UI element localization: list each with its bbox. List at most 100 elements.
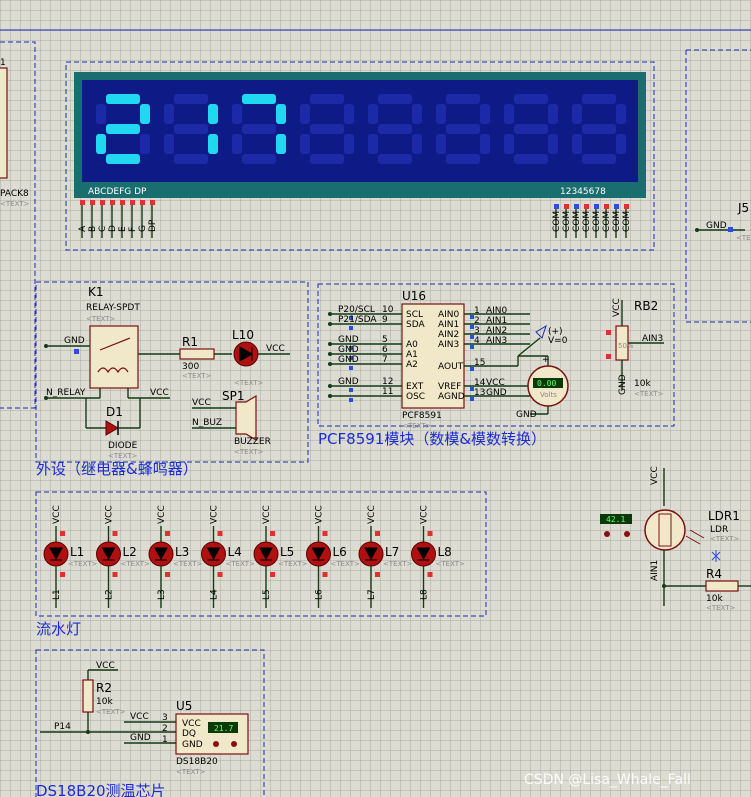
led-pin-top [375, 531, 380, 536]
rb2-ain-label: AIN3 [642, 334, 663, 344]
segment-f [232, 104, 242, 124]
u16-left-marker [349, 388, 353, 392]
u16-left-net: GND [338, 335, 359, 345]
com-pin-label: COM [552, 211, 562, 232]
u16-right-pin-num: 13 [474, 388, 485, 398]
d1-diode-icon [105, 420, 119, 436]
right-section-frame [685, 49, 751, 323]
probe-wire [517, 337, 541, 357]
voltmeter[interactable]: 0.00 Volts + GND [516, 355, 569, 420]
segment-f [300, 104, 310, 124]
com-pin-marker [624, 204, 629, 209]
r4-text: <TEXT> [706, 604, 736, 612]
com-pin-marker [564, 204, 569, 209]
relay-coil-icon [97, 337, 131, 374]
u16-right-net: AIN3 [486, 336, 507, 346]
resistor-r1[interactable]: R1 300 <TEXT> [138, 335, 232, 380]
seg-pin-label: D [108, 225, 118, 232]
segment-g [106, 124, 140, 134]
u16-left-marker [349, 398, 353, 402]
led-section-title: 流水灯 [36, 620, 81, 638]
u5-reading-box [208, 722, 238, 733]
buzzer-sp1[interactable]: SP1 VCC N_BUZ BUZZER <TEXT> [192, 389, 271, 456]
led-net-label: L8 [420, 589, 430, 600]
diode-d1[interactable]: D1 DIODE <TEXT> [85, 398, 141, 460]
j5-connector[interactable]: J5 GND <TE [695, 201, 751, 242]
u16-right-pin-num: 2 [474, 316, 480, 326]
r1-value: 300 [182, 362, 199, 372]
segment-e [504, 134, 514, 154]
digit-5 [368, 94, 422, 164]
com-pin-label: COM [612, 211, 622, 232]
segment-a [310, 94, 344, 104]
voltmeter-unit: Volts [540, 391, 557, 399]
segment-e [368, 134, 378, 154]
u16-left-marker [349, 356, 353, 360]
u16-right-pin-num: 3 [474, 326, 480, 336]
segment-c [412, 134, 422, 154]
ds18b20-u5[interactable]: U5 VCC DQ GND 21.7 3 2 1 VCC P14 GND DS1… [40, 699, 249, 776]
rb2-vcc-label: VCC [612, 298, 622, 317]
resistor-r4[interactable]: R4 10k <TEXT> [662, 567, 751, 612]
u16-left-net: P20/SCL [338, 305, 375, 315]
led-pin-bottom [112, 572, 118, 577]
seg-pin-marker [90, 200, 95, 205]
segment-c [480, 134, 490, 154]
led-ref: L7 [385, 545, 399, 559]
u16-left-node [328, 362, 332, 366]
u16-left-pin-name: EXT [406, 382, 424, 392]
segment-d [242, 154, 276, 164]
led-net-label: L3 [157, 589, 167, 600]
relay-vcc-label: VCC [150, 388, 169, 398]
segment-c [616, 134, 626, 154]
u16-text: <TEXT> [402, 422, 432, 430]
u16-left-pin-num: 7 [382, 355, 388, 365]
u5-pin-num-2: 2 [162, 724, 168, 734]
led-pin-top [270, 531, 275, 536]
relay-k1[interactable]: K1 RELAY-SPDT <TEXT> GND N_RELAY VCC [44, 285, 170, 400]
d1-text: <TEXT> [108, 452, 138, 460]
pcf-section-frame [317, 283, 675, 427]
com-pin-label: COM [582, 211, 592, 232]
u16-right-marker [470, 387, 474, 391]
display-panel [82, 80, 638, 182]
led-pin-top [427, 531, 433, 536]
resistor-r2[interactable]: VCC R2 10k <TEXT> [82, 661, 126, 732]
u5-body [175, 713, 249, 755]
voltage-probe[interactable]: (+) V=0 [517, 324, 568, 357]
sp1-text: <TEXT> [234, 448, 264, 456]
relay-nrelay-node [44, 396, 48, 400]
com-pin-label: COM [562, 211, 572, 232]
relay-ref: K1 [88, 285, 104, 299]
r2-value: 10k [96, 697, 113, 707]
potentiometer-rb2[interactable]: RB2 VCC 50% AIN3 GND 10k <TEXT> [606, 298, 664, 398]
led-icon [49, 547, 63, 561]
led-array[interactable]: VCCL1L1<TEXT>VCCL2L2<TEXT>VCCL3L3<TEXT>V… [43, 505, 466, 608]
seg-pin-label: C [98, 226, 108, 232]
com-pin-marker [614, 204, 619, 209]
rb2-ref: RB2 [634, 299, 658, 313]
led-icon [154, 547, 168, 561]
ldr-sensor[interactable]: 42.1 VCC AIN1 LDR1 LDR <TEXT> [600, 466, 740, 606]
digit-3 [232, 94, 286, 164]
segment-b [208, 104, 218, 124]
pack8-component[interactable]: 1 PACK8 <TEXT> [0, 58, 30, 208]
segment-d [106, 154, 140, 164]
com-pin-label: COM [572, 211, 582, 232]
sp1-part: BUZZER [234, 437, 271, 447]
led-l10[interactable]: L10 VCC <TEXT> [232, 328, 290, 387]
